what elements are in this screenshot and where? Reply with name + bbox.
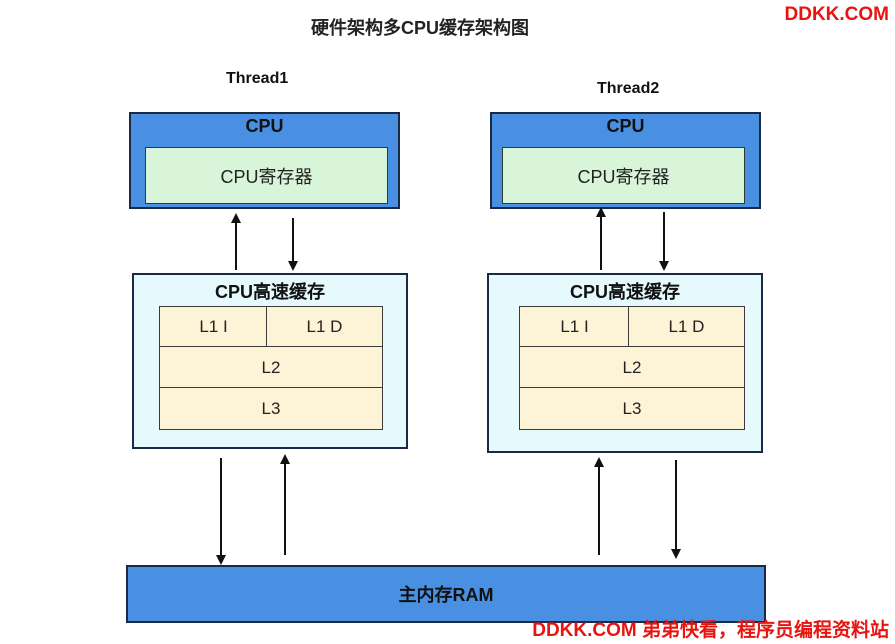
cpu-cache-title-1: CPU高速缓存 [214,282,325,302]
l1d-cache-2: L1 D [628,306,745,348]
thread2-label: Thread2 [597,80,660,97]
l3-cache-2: L3 [519,387,745,430]
cpu-cache-title-2: CPU高速缓存 [569,282,680,302]
cpu-box-1: CPU CPU寄存器 [129,112,400,209]
brand-watermark-top: DDKK.COM [784,4,890,25]
cpu-title-2: CPU [606,116,645,136]
cpu-register-1: CPU寄存器 [145,147,388,204]
cpu-title-1: CPU [245,116,284,136]
cpu-cache-2: CPU高速缓存 L1 I L1 D L2 L3 [487,273,763,453]
cpu-register-2: CPU寄存器 [502,147,745,204]
l3-cache-1: L3 [159,387,383,430]
cpu-box-2: CPU CPU寄存器 [490,112,761,209]
cpu-cache-1: CPU高速缓存 L1 I L1 D L2 L3 [132,273,408,449]
l1d-cache-1: L1 D [266,306,383,348]
l2-cache-2: L2 [519,346,745,389]
thread1-label: Thread1 [226,70,289,87]
main-memory-ram: 主内存RAM [126,565,766,623]
brand-watermark-bottom: DDKK.COM 弟弟快看，程序员编程资料站 [532,620,889,641]
l1i-cache-1: L1 I [159,306,268,348]
diagram-title: 硬件架构多CPU缓存架构图 [310,18,529,38]
